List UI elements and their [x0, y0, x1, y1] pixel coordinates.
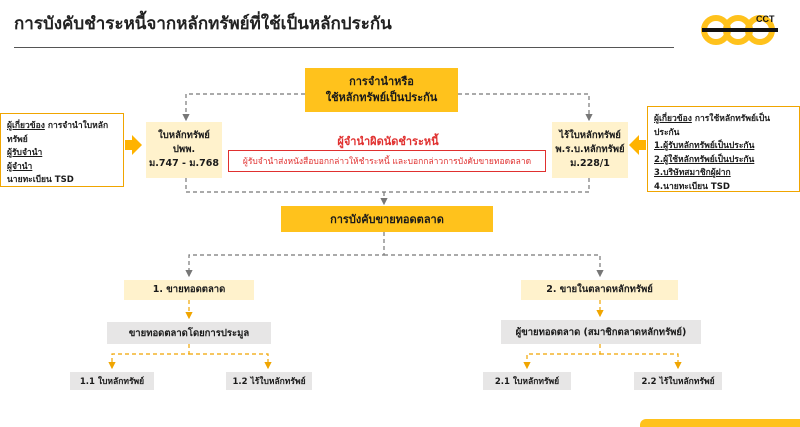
branch-market-box: 2. ขายในตลาดหลักทรัพย์ [521, 280, 678, 300]
right-info-item: 4.นายทะเบียน TSD [654, 181, 730, 192]
top-box-line1: การจำนำหรือ [349, 74, 414, 88]
leaf-certificate-market: 2.1 ใบหลักทรัพย์ [483, 372, 571, 390]
footer-accent-bar [640, 419, 800, 427]
forced-auction-box: การบังคับขายทอดตลาด [281, 206, 493, 232]
right-info-item: 2.ผู้ใช้หลักทรัพย์เป็นประกัน [654, 154, 755, 165]
left-info-item: ผู้จำนำ [7, 161, 33, 172]
default-notice-box: ผู้รับจำนำส่งหนังสือบอกกล่าวให้ชำระหนี้ … [228, 150, 546, 172]
company-logo: CCT [700, 8, 780, 52]
right-info-item: 1.ผู้รับหลักทรัพย์เป็นประกัน [654, 141, 755, 152]
right-stakeholders-box: ผู้เกี่ยวข้อง การใช้หลักทรัพย์เป็นประกัน… [647, 106, 800, 192]
leaf-certificate-auction: 1.1 ใบหลักทรัพย์ [70, 372, 154, 390]
bidding-auction-box: ขายทอดตลาดโดยการประมูล [107, 322, 271, 344]
certificate-box: ใบหลักทรัพย์ ปพพ. ม.747 - ม.768 [146, 122, 222, 178]
top-box-line2: ใช้หลักทรัพย์เป็นประกัน [325, 91, 438, 104]
left-info-item: นายทะเบียน TSD [7, 175, 74, 186]
certificate-law: ปพพ. [172, 144, 196, 156]
leaf-scripless-market: 2.2 ไร้ใบหลักทรัพย์ [634, 372, 722, 390]
scripless-box: ไร้ใบหลักทรัพย์ พ.ร.บ.หลักทรัพย์ ม.228/1 [552, 122, 628, 178]
left-info-heading: ผู้เกี่ยวข้อง การจำนำใบหลักทรัพย์ [7, 121, 109, 145]
exchange-member-box: ผู้ขายทอดตลาด (สมาชิกตลาดหลักทรัพย์) [501, 320, 701, 344]
left-stakeholders-box: ผู้เกี่ยวข้อง การจำนำใบหลักทรัพย์ ผู้รับ… [0, 113, 124, 187]
scripless-law: พ.ร.บ.หลักทรัพย์ [555, 144, 625, 156]
default-title: ผู้จำนำผิดนัดชำระหนี้ [337, 135, 439, 148]
leaf-scripless-auction: 1.2 ไร้ใบหลักทรัพย์ [226, 372, 312, 390]
title-divider [14, 47, 674, 48]
pledge-or-collateral-box: การจำนำหรือ ใช้หลักทรัพย์เป็นประกัน [305, 68, 458, 112]
right-info-heading: ผู้เกี่ยวข้อง การใช้หลักทรัพย์เป็นประกัน [654, 114, 771, 138]
left-info-item: ผู้รับจำนำ [7, 148, 43, 159]
page-title: การบังคับชำระหนี้จากหลักทรัพย์ที่ใช้เป็น… [14, 14, 392, 34]
branch-auction-box: 1. ขายทอดตลาด [124, 280, 254, 300]
certificate-label: ใบหลักทรัพย์ [158, 130, 210, 142]
scripless-section: ม.228/1 [570, 157, 610, 169]
certificate-sections: ม.747 - ม.768 [149, 157, 219, 169]
default-notice-text: ผู้รับจำนำส่งหนังสือบอกกล่าวให้ชำระหนี้ … [242, 157, 532, 167]
scripless-label: ไร้ใบหลักทรัพย์ [559, 130, 621, 142]
right-info-item: 3.บริษัทสมาชิกผู้ฝาก [654, 168, 731, 179]
logo-text: CCT [756, 14, 775, 24]
